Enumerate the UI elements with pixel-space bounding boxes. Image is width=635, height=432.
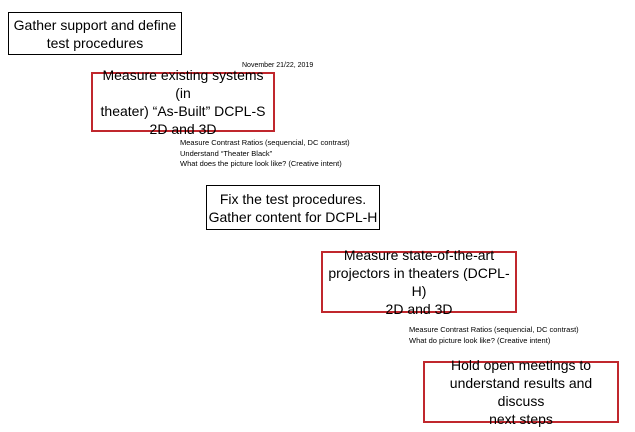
step-4-box: Measure state-of-the-art projectors in t… (321, 247, 517, 317)
step-5-box: Hold open meetings to understand results… (423, 357, 619, 427)
step-1-box: Gather support and define test procedure… (8, 12, 182, 55)
step-2-box: Measure existing systems (in theater) “A… (91, 67, 275, 137)
step-4-notes: Measure Contrast Ratios (sequencial, DC … (409, 325, 579, 345)
meeting-date-label: November 21/22, 2019 (242, 62, 314, 69)
step-2-notes: Measure Contrast Ratios (sequencial, DC … (180, 138, 350, 168)
step-3-box: Fix the test procedures. Gather content … (206, 185, 380, 230)
